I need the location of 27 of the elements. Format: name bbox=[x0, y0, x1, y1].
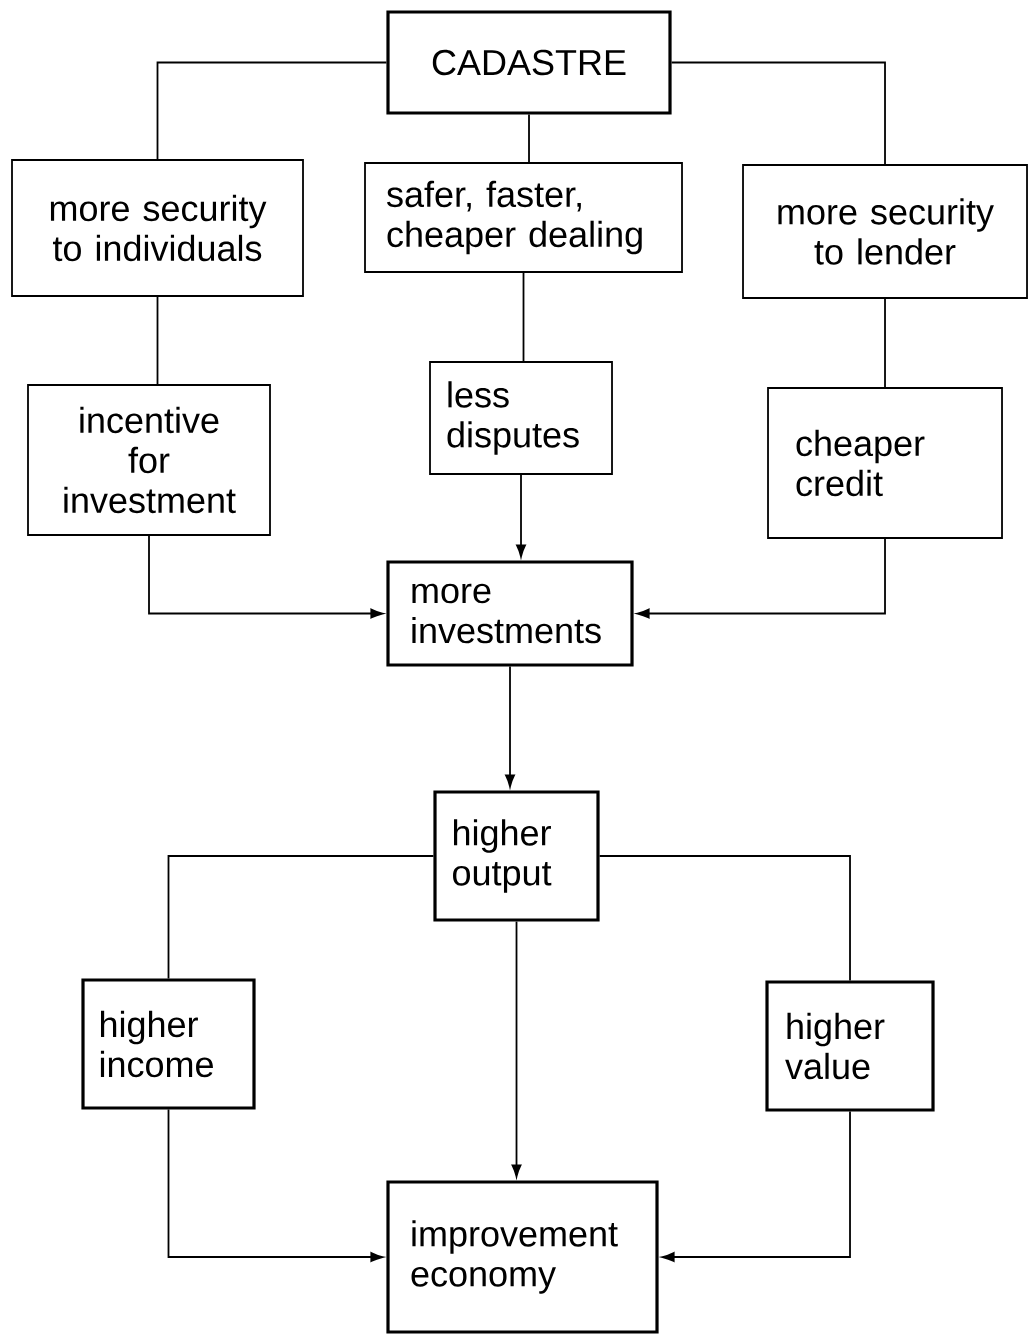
arrow bbox=[148, 535, 384, 619]
process-box: more investments bbox=[386, 560, 634, 667]
process-box: more security to lender bbox=[742, 164, 1028, 299]
process-box: CADASTRE bbox=[386, 10, 672, 115]
process-box: higher income bbox=[81, 978, 256, 1110]
arrow bbox=[167, 1108, 384, 1262]
arrow bbox=[636, 538, 886, 619]
process-box: more security to individuals bbox=[11, 159, 304, 297]
arrow bbox=[505, 665, 515, 788]
connector-line bbox=[598, 855, 851, 982]
arrow bbox=[516, 474, 526, 558]
connector-line bbox=[156, 61, 388, 160]
process-box: less disputes bbox=[429, 361, 613, 475]
process-box: cheaper credit bbox=[767, 387, 1003, 539]
process-box: safer, faster, cheaper dealing bbox=[364, 162, 683, 273]
connector-line bbox=[528, 113, 530, 163]
process-box: incentive for investment bbox=[27, 384, 271, 536]
connector-line bbox=[884, 298, 886, 388]
connector-line bbox=[167, 855, 435, 980]
process-box: higher value bbox=[765, 980, 935, 1112]
arrow bbox=[511, 920, 522, 1178]
connector-line bbox=[670, 61, 886, 165]
connector-line bbox=[156, 296, 159, 385]
process-box: improvement economy bbox=[386, 1180, 659, 1334]
arrow bbox=[661, 1110, 851, 1262]
process-box: higher output bbox=[433, 790, 600, 922]
connector-line bbox=[522, 272, 525, 362]
